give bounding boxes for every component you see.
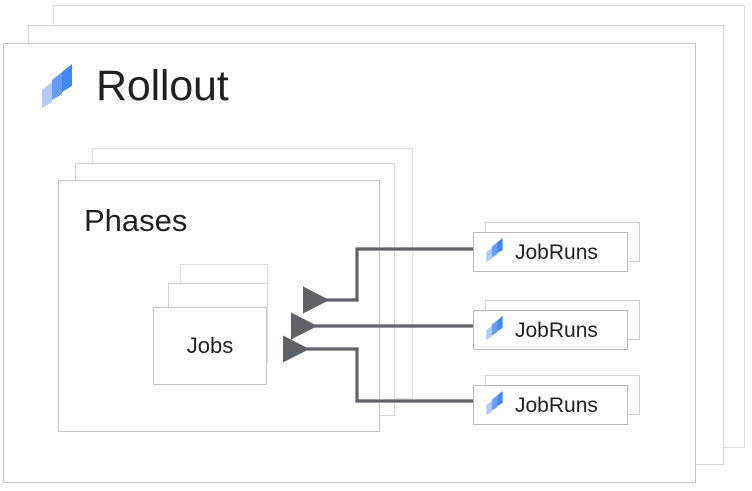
jobs-title: Jobs — [186, 333, 234, 358]
jobruns-node-1[interactable]: JobRuns — [473, 232, 628, 272]
google-cloud-deploy-icon — [484, 390, 506, 420]
phases-title: Phases — [84, 203, 188, 238]
rollout-header: Rollout — [38, 61, 229, 110]
jobruns-label: JobRuns — [515, 393, 598, 417]
jobruns-node-2[interactable]: JobRuns — [473, 310, 628, 350]
jobs-card-front — [153, 307, 267, 385]
jobruns-node-3[interactable]: JobRuns — [473, 385, 628, 425]
google-cloud-deploy-icon — [38, 64, 78, 108]
google-cloud-deploy-icon — [484, 315, 506, 345]
jobruns-label: JobRuns — [515, 240, 598, 264]
jobruns-label: JobRuns — [515, 318, 598, 342]
google-cloud-deploy-icon — [484, 237, 506, 267]
rollout-title: Rollout — [96, 61, 229, 110]
